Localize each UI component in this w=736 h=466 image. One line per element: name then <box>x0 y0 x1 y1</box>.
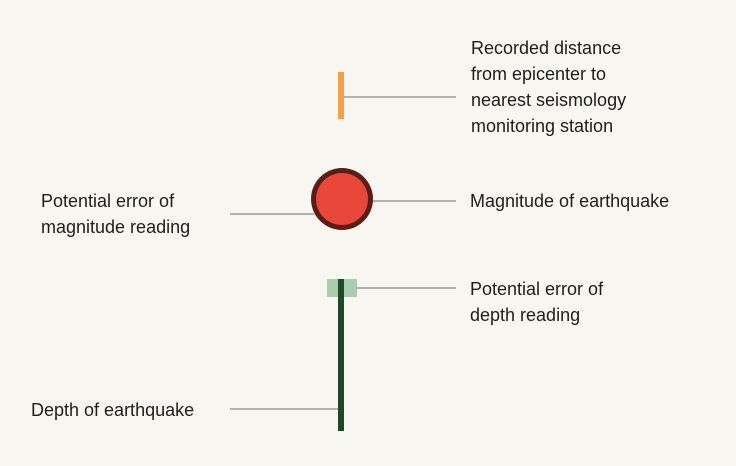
magnitude-label: Magnitude of earthquake <box>470 191 670 211</box>
depth-label: Depth of earthquake <box>31 400 195 420</box>
distance-marker <box>338 72 344 119</box>
depth-line <box>338 279 344 431</box>
depth-error-label: Potential error of depth reading <box>470 279 604 325</box>
magnitude-circle <box>316 173 368 225</box>
magnitude-error-label: Potential error of magnitude reading <box>41 191 191 237</box>
distance-label: Recorded distance from epicenter to near… <box>471 38 627 136</box>
